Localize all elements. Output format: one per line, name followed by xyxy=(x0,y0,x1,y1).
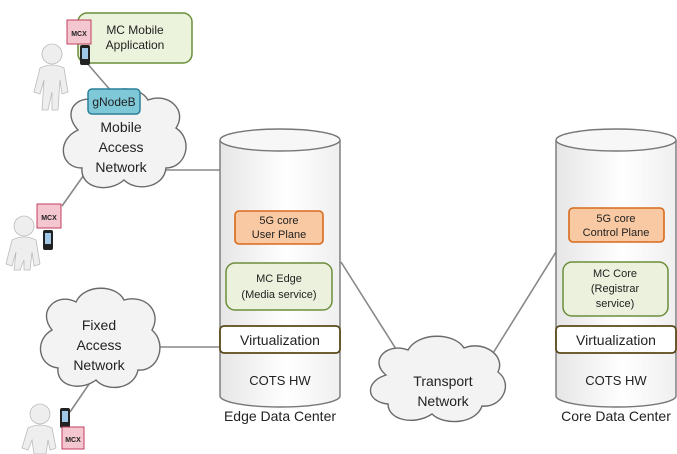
mc-core-line3: service) xyxy=(596,298,635,310)
mc-mobile-app-line1: MC Mobile xyxy=(106,23,164,37)
fixed-access-network-cloud: Fixed Access Network xyxy=(39,287,161,389)
user-figure-icon xyxy=(33,43,69,111)
mcx-logo-icon: MCX xyxy=(36,203,62,229)
core-5g-control-plane-box: 5G core Control Plane xyxy=(568,207,665,243)
link-transport-core xyxy=(489,251,557,359)
user-figure-icon xyxy=(21,403,57,454)
mc-edge-box: MC Edge (Media service) xyxy=(225,262,333,311)
link-app-gnodeb xyxy=(85,61,113,93)
mc-edge-line1: MC Edge xyxy=(256,273,302,285)
gnodeb-box: gNodeB xyxy=(87,88,141,115)
mc-mobile-app-line2: Application xyxy=(106,38,165,52)
edge-data-center-cylinder: 5G core User Plane MC Edge (Media servic… xyxy=(219,128,341,408)
fixed-access-line2: Access xyxy=(76,337,121,353)
fixed-access-line3: Network xyxy=(73,357,125,373)
core-data-center-label: Core Data Center xyxy=(561,408,671,424)
mc-core-line2: (Registrar xyxy=(591,283,640,295)
transport-network-cloud: Transport Network xyxy=(369,335,507,423)
phone-icon xyxy=(60,408,70,428)
edge-5g-line1: 5G core xyxy=(259,215,298,227)
edge-virtualization-box: Virtualization xyxy=(219,325,341,354)
svg-text:MCX: MCX xyxy=(41,215,57,222)
svg-text:MCX: MCX xyxy=(65,437,81,444)
mcx-logo-icon: MCX xyxy=(61,426,85,450)
transport-line2: Network xyxy=(417,393,469,409)
core-5g-line1: 5G core xyxy=(596,213,635,225)
mc-core-box: MC Core (Registrar service) xyxy=(562,261,669,317)
transport-line1: Transport xyxy=(413,373,473,389)
mc-mobile-application-box: MC Mobile Application xyxy=(77,12,193,64)
mobile-access-line3: Network xyxy=(95,159,147,175)
mc-edge-line2: (Media service) xyxy=(241,289,316,301)
mcx-logo-icon: MCX xyxy=(66,19,92,45)
gnodeb-label: gNodeB xyxy=(92,95,135,109)
phone-icon xyxy=(43,230,53,250)
core-data-center-cylinder: 5G core Control Plane MC Core (Registrar… xyxy=(555,128,677,408)
phone-icon xyxy=(80,45,90,65)
link-mobile-user2 xyxy=(61,171,87,207)
edge-virtualization-label: Virtualization xyxy=(240,332,320,348)
core-5g-line2: Control Plane xyxy=(583,227,650,239)
core-virtualization-box: Virtualization xyxy=(555,325,677,354)
svg-text:MCX: MCX xyxy=(71,31,87,38)
core-cots-label: COTS HW xyxy=(585,373,647,388)
mobile-access-line2: Access xyxy=(98,139,143,155)
mc-core-line1: MC Core xyxy=(593,268,637,280)
mobile-access-line1: Mobile xyxy=(100,119,141,135)
edge-cots-label: COTS HW xyxy=(249,373,311,388)
edge-5g-line2: User Plane xyxy=(252,229,306,241)
core-virtualization-label: Virtualization xyxy=(576,332,656,348)
user-figure-icon xyxy=(5,215,41,271)
edge-data-center-label: Edge Data Center xyxy=(224,408,336,424)
edge-5g-user-plane-box: 5G core User Plane xyxy=(234,210,324,245)
fixed-access-line1: Fixed xyxy=(82,317,116,333)
